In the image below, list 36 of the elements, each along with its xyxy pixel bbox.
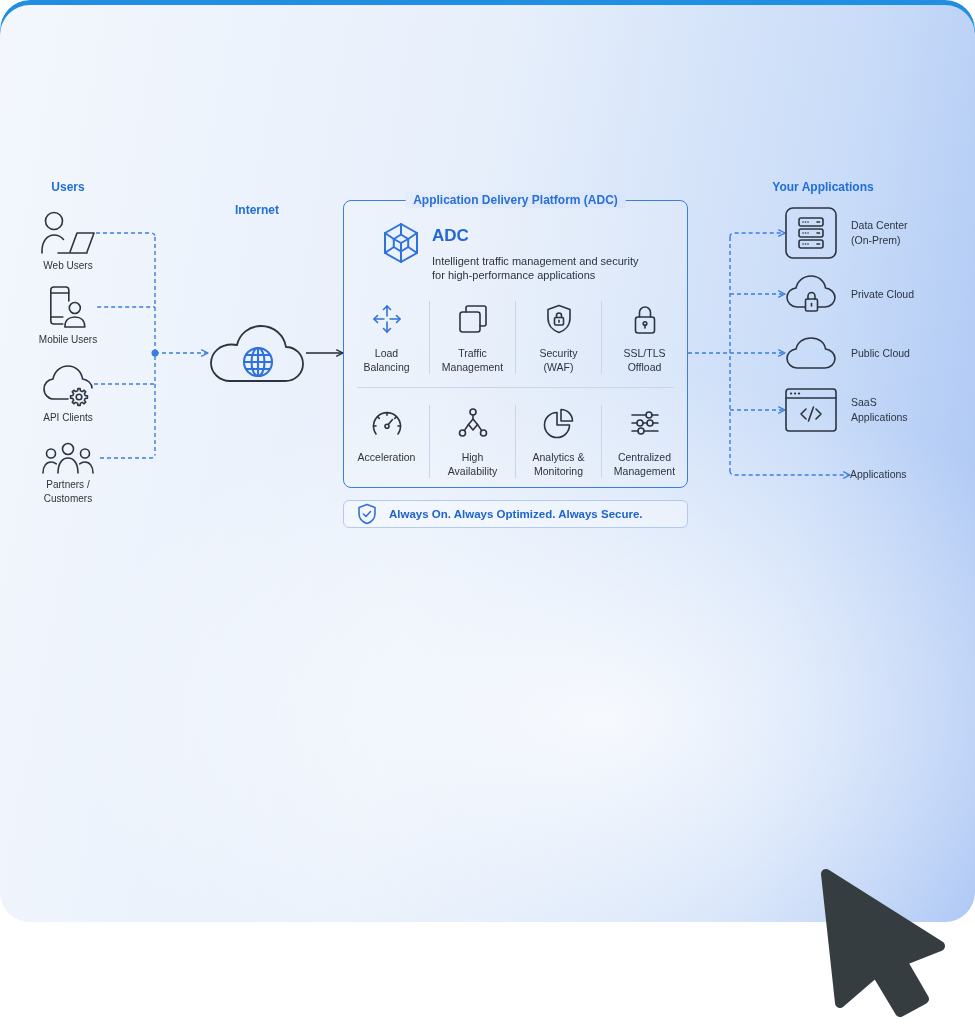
user-label: Partners / Customers — [42, 478, 94, 506]
dashed-arrow — [729, 406, 786, 414]
app-label: Public Cloud — [851, 345, 911, 361]
app-label: Applications — [850, 467, 908, 482]
feature-label: Security (WAF) — [538, 346, 579, 374]
dashed-connector-line — [687, 236, 731, 472]
dashed-arrow — [729, 470, 851, 479]
feature-label: SSL/TLS Offload — [622, 346, 667, 374]
app-label: SaaS Applications — [851, 395, 909, 425]
user-label: Web Users — [43, 259, 93, 273]
tagline-banner — [343, 500, 688, 528]
dashed-connector-line — [99, 453, 156, 459]
feature-label: Traffic Management — [440, 346, 505, 374]
group-heading: Internet — [235, 202, 279, 218]
panel-description: Intelligent traffic management and security for high-performance applications — [432, 254, 640, 282]
dashed-arrow — [729, 290, 786, 298]
feature-label: High Availability — [446, 450, 499, 478]
group-heading: Users — [51, 179, 85, 195]
dashed-arrow — [729, 349, 786, 357]
user-label: Mobile Users — [38, 333, 98, 347]
banner-text: Always On. Always Optimized. Always Secure. — [389, 507, 643, 522]
dashed-connector-line — [96, 306, 156, 308]
dashed-connector-line — [93, 383, 156, 385]
arrow — [305, 349, 344, 357]
group-heading: Your Applications — [772, 179, 874, 195]
feature-label: Centralized Management — [612, 450, 677, 478]
dashed-connector-line — [95, 232, 156, 238]
dashed-arrow — [729, 229, 786, 238]
panel-heading: ADC — [432, 226, 469, 246]
feature-label: Acceleration — [357, 450, 416, 464]
panel-title: Application Delivery Platform (ADC) — [405, 192, 626, 208]
app-label: Data Center (On-Prem) — [851, 218, 909, 248]
feature-label: Load Balancing — [362, 346, 411, 374]
feature-label: Analytics & Monitoring — [531, 450, 586, 478]
user-label: API Clients — [43, 411, 93, 425]
app-label: Private Cloud — [851, 286, 916, 302]
